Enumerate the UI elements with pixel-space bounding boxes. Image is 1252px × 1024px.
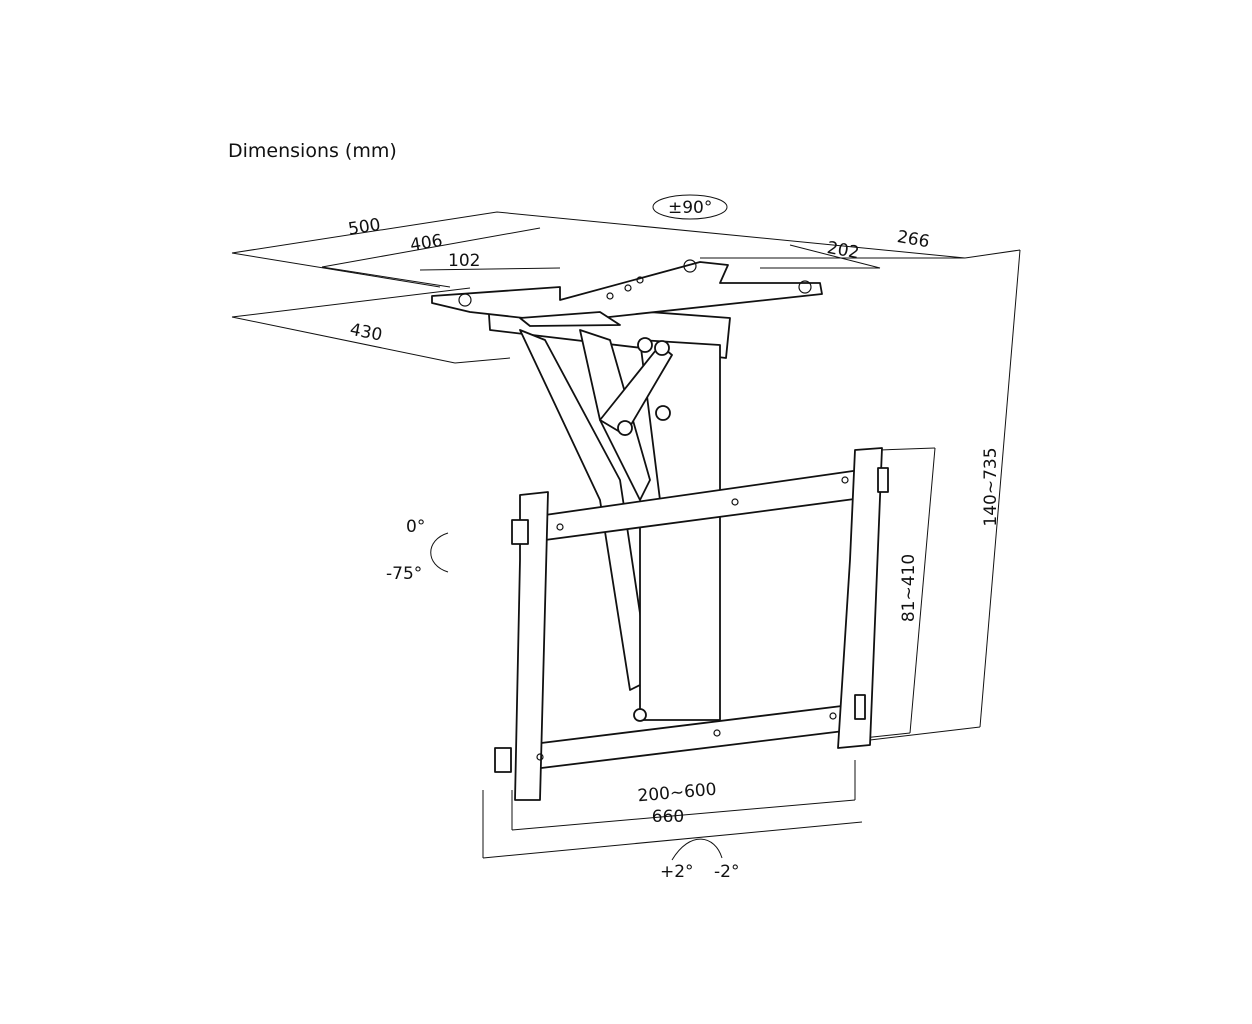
dim-406: 406 xyxy=(409,231,444,256)
dim-202: 202 xyxy=(825,238,860,263)
dimension-lines xyxy=(231,211,1021,859)
tilt-arrow-icon xyxy=(430,532,449,573)
rotation-arrows xyxy=(430,194,728,861)
diagram-title: Dimensions (mm) xyxy=(228,140,397,162)
dim-drop-height: 140~735 xyxy=(981,447,1001,526)
dim-level-minus: -2° xyxy=(714,862,739,882)
tv-bracket xyxy=(494,447,889,801)
ceiling-plate xyxy=(431,259,823,359)
swivel-arrow-icon xyxy=(652,194,728,220)
level-arrow-icon xyxy=(671,838,723,861)
dim-level-plus: +2° xyxy=(660,862,694,882)
dim-swivel: ±90° xyxy=(668,198,712,218)
dim-tilt-top: 0° xyxy=(406,517,425,537)
dim-102: 102 xyxy=(448,251,480,271)
scissor-arm xyxy=(519,329,721,722)
dim-266: 266 xyxy=(896,227,931,252)
dim-vertical-vesa: 81~410 xyxy=(899,554,919,622)
dim-660: 660 xyxy=(652,807,684,827)
dim-horizontal-vesa: 200~600 xyxy=(637,780,718,807)
dim-500: 500 xyxy=(347,215,382,240)
dim-tilt-bottom: -75° xyxy=(386,564,422,584)
